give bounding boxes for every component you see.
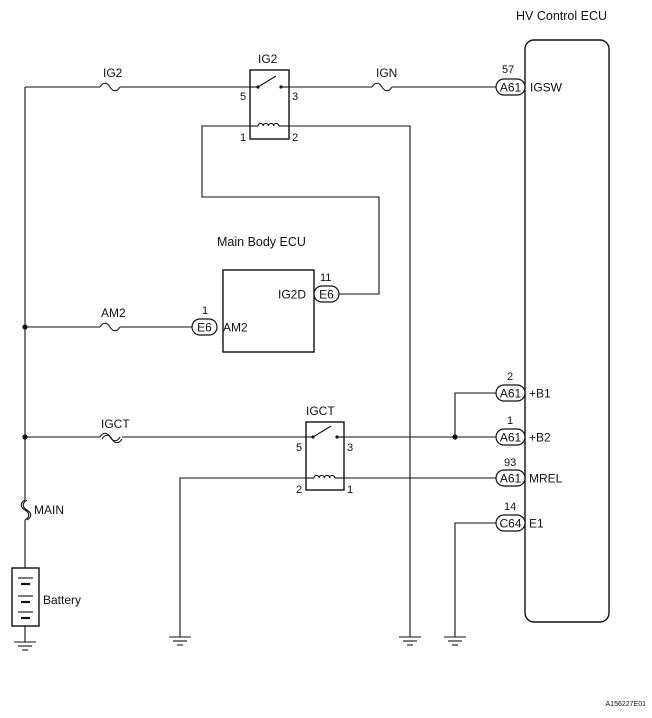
fuse-main-symbol xyxy=(20,499,30,521)
ig2-circuit: IG2 IGN xyxy=(25,66,496,92)
hv-control-ecu: HV Control ECU xyxy=(516,9,610,623)
relay-igct-coil xyxy=(313,474,336,479)
relay-igct-switch xyxy=(312,425,332,438)
connector-id: E6 xyxy=(197,321,212,335)
ecu-terminal-label: IG2D xyxy=(278,288,306,302)
relay-ig2: IG2 5 3 1 2 xyxy=(240,52,298,144)
connector-pin: 93 xyxy=(504,457,516,469)
ecu-terminal-label: E1 xyxy=(529,517,544,531)
relay-ig2-pin: 3 xyxy=(292,91,298,103)
figure-code: A156227E01 xyxy=(606,701,647,708)
junction-dot xyxy=(452,434,458,440)
connector-pin: 1 xyxy=(202,305,208,317)
relay-igct-label: IGCT xyxy=(306,404,335,418)
relay-ig2-switch xyxy=(257,75,277,88)
relay-ig2-coil xyxy=(257,122,280,127)
fuse-main: MAIN xyxy=(20,499,64,521)
fuse-am2-label: AM2 xyxy=(101,306,126,320)
connector-id: A61 xyxy=(500,431,522,445)
connector-mrel: A61 93 MREL xyxy=(495,457,563,487)
igct-circuit: IGCT xyxy=(25,417,496,444)
connector-pin: 11 xyxy=(320,272,331,284)
relay-igct-pin: 1 xyxy=(347,484,353,496)
ground-battery xyxy=(14,641,36,651)
connector-pin: 57 xyxy=(502,64,514,76)
igct-coil-wiring xyxy=(179,477,496,637)
ecu-terminal-label: IGSW xyxy=(530,81,563,95)
main-body-ecu-title: Main Body ECU xyxy=(217,235,306,249)
relay-igct-pin: 3 xyxy=(347,442,353,454)
fuse-am2-symbol xyxy=(99,322,121,332)
connector-e1: C64 14 E1 xyxy=(454,501,544,637)
ground-e1 xyxy=(444,636,466,646)
hv-ecu-title: HV Control ECU xyxy=(516,9,607,23)
hv-ecu-body xyxy=(524,39,610,623)
relay-ig2-pin: 1 xyxy=(240,132,246,144)
connector-pin: 1 xyxy=(507,415,513,427)
ecu-terminal-label: MREL xyxy=(529,472,563,486)
battery-label: Battery xyxy=(43,593,81,607)
fuse-ign-label: IGN xyxy=(376,66,397,80)
relay-ig2-box xyxy=(249,69,290,140)
connector-id: A61 xyxy=(500,81,522,95)
main-body-ecu: Main Body ECU xyxy=(217,235,315,353)
fuse-main-label: MAIN xyxy=(34,503,64,517)
relay-igct: IGCT 5 3 2 1 xyxy=(296,404,353,496)
connector-igsw: A61 57 IGSW xyxy=(495,64,563,96)
connector-id: C64 xyxy=(499,517,521,531)
ecu-terminal-label: +B1 xyxy=(529,387,551,401)
connector-id: A61 xyxy=(500,387,522,401)
relay-ig2-pin: 2 xyxy=(292,132,298,144)
ground-ig2-relay xyxy=(399,636,421,646)
main-body-ecu-box xyxy=(222,269,315,353)
fuse-igct-label: IGCT xyxy=(101,417,130,431)
relay-igct-pin: 5 xyxy=(296,442,302,454)
ground-igct-relay xyxy=(169,636,191,646)
connector-b1: A61 2 +B1 xyxy=(454,371,551,437)
fuse-ig2-label: IG2 xyxy=(103,66,123,80)
relay-igct-pin: 2 xyxy=(296,484,302,496)
ecu-terminal-label: +B2 xyxy=(529,431,551,445)
connector-id: A61 xyxy=(500,472,522,486)
connector-pin: 14 xyxy=(504,501,516,513)
relay-ig2-pin: 5 xyxy=(240,91,246,103)
relay-ig2-label: IG2 xyxy=(258,52,278,66)
ig2-coil-wiring xyxy=(201,125,411,637)
am2-circuit: AM2 E6 1 AM2 xyxy=(25,305,248,336)
connector-b2: A61 1 +B2 xyxy=(495,415,551,446)
connector-pin: 2 xyxy=(507,371,513,383)
battery: Battery xyxy=(11,567,81,642)
connector-id: E6 xyxy=(319,288,334,302)
fuse-ign-symbol xyxy=(371,82,393,92)
connector-ig2d: E6 11 IG2D xyxy=(278,272,340,303)
relay-igct-box xyxy=(305,421,345,491)
ecu-terminal-label: AM2 xyxy=(223,321,248,335)
fuse-ig2-symbol xyxy=(99,82,121,92)
